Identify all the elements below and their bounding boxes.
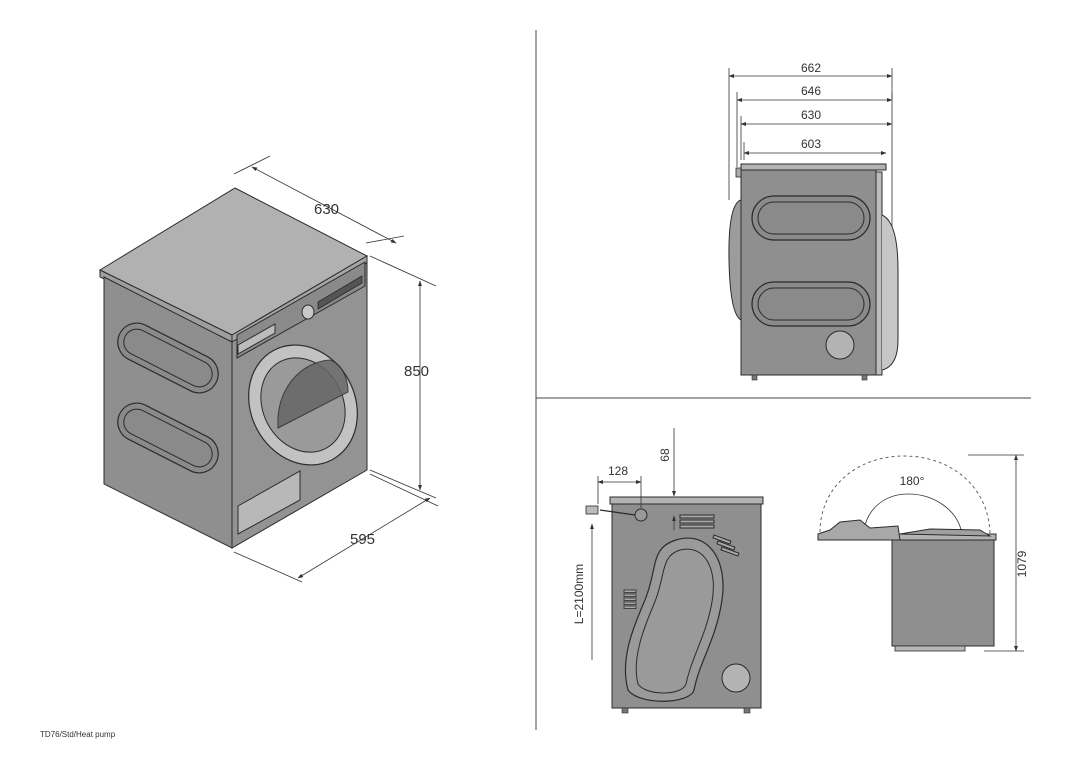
caption: TD76/Std/Heat pump — [40, 730, 116, 739]
iso-water-drawer — [237, 323, 276, 355]
iso-program-knob — [301, 304, 315, 320]
side-foot-front — [751, 374, 758, 381]
door-lid-right — [899, 528, 992, 537]
isometric-view — [98, 187, 369, 549]
side-emboss-top — [751, 195, 871, 241]
back-vent-slots — [679, 514, 740, 557]
iso-side-emboss-top — [117, 322, 219, 394]
back-view — [585, 496, 764, 714]
side-foot-back — [861, 374, 868, 381]
side-dim-646: 646 — [801, 84, 821, 98]
iso-door — [248, 344, 358, 466]
back-cord-outlet — [634, 508, 648, 522]
door-open-view — [817, 455, 997, 652]
side-dim-662: 662 — [801, 61, 821, 75]
iso-side-emboss-bottom — [117, 402, 219, 474]
door-angle-label: 180° — [900, 474, 925, 488]
door-open-panel — [817, 519, 901, 541]
door-height-dimension — [968, 454, 1024, 652]
back-vent-circle — [721, 663, 751, 693]
iso-depth-dimension — [233, 155, 405, 244]
door-height-label: 1079 — [1015, 550, 1029, 577]
side-emboss-bottom — [751, 281, 871, 327]
door-body — [891, 539, 995, 647]
side-dim-603: 603 — [801, 137, 821, 151]
side-view — [728, 163, 899, 381]
back-power-plug — [585, 505, 599, 515]
side-knob — [735, 167, 742, 178]
back-cord-label: L=2100mm — [572, 564, 586, 624]
back-foot-right — [743, 707, 751, 714]
iso-display — [317, 275, 363, 310]
side-top-panel — [740, 163, 887, 171]
side-back-panel — [875, 171, 883, 376]
iso-height-dimension — [369, 255, 437, 499]
back-top-label: 68 — [658, 448, 672, 462]
back-power-cord — [599, 509, 636, 516]
back-foot-left — [621, 707, 629, 714]
iso-width-dimension — [233, 473, 439, 583]
back-duct-outline — [624, 537, 724, 702]
side-door-profile — [728, 199, 742, 321]
iso-height-label: 850 — [404, 363, 429, 380]
back-duct-inner — [635, 548, 714, 694]
back-offset-label: 128 — [608, 464, 628, 478]
iso-width-label: 595 — [350, 531, 375, 548]
side-vent-circle — [825, 330, 855, 360]
back-dimension-lines — [590, 428, 676, 660]
side-dim-630: 630 — [801, 108, 821, 122]
door-swing-arc — [819, 455, 991, 537]
back-top-panel — [609, 496, 764, 505]
iso-depth-label: 630 — [314, 201, 339, 218]
side-back-hose-bulge — [881, 214, 899, 371]
side-dimension-lines — [728, 68, 893, 226]
door-angle-arc — [862, 493, 964, 535]
door-base — [894, 645, 966, 652]
back-side-slots — [623, 589, 637, 609]
